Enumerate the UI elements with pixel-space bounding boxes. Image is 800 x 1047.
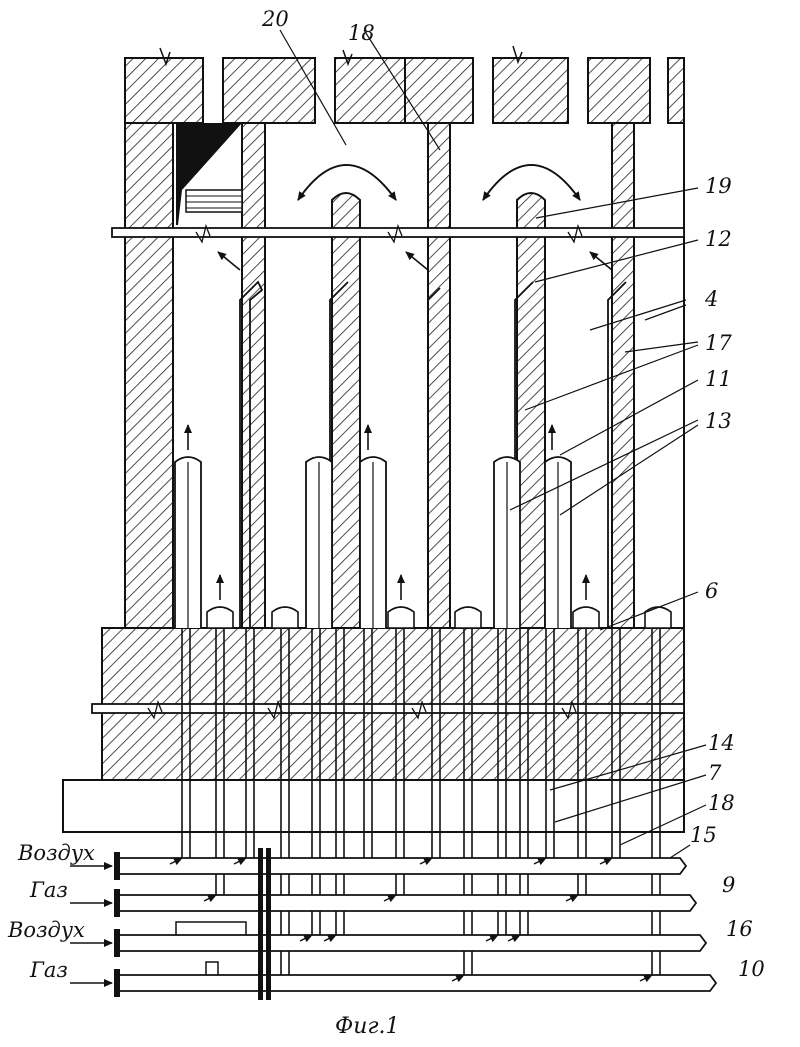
label-19: 19 [705,174,732,198]
inlet-label-air-2: Воздух [7,918,85,942]
manifolds [114,848,716,1000]
masonry [63,58,684,832]
joint-arrows [170,858,652,981]
label-18-top: 18 [348,21,375,45]
inlet-label-air-1: Воздух [17,841,95,865]
label-13: 13 [705,409,732,433]
label-18-bottom: 18 [708,791,735,815]
label-4: 4 [704,287,718,311]
burner-box [176,123,242,225]
label-11: 11 [705,367,732,391]
label-7: 7 [708,761,722,785]
inlet-label-gas-1: Газ [29,878,68,902]
label-16: 16 [726,917,753,941]
label-6: 6 [705,579,718,603]
label-10: 10 [738,957,765,981]
label-12: 12 [705,227,732,251]
inlet-label-gas-2: Газ [29,958,68,982]
label-15: 15 [690,823,717,847]
label-14: 14 [708,731,735,755]
label-20: 20 [261,7,289,31]
burner-pipes [175,457,571,628]
upper-tie-rod [112,226,684,242]
label-9: 9 [722,873,735,897]
label-17: 17 [705,331,732,355]
figure-caption: Фиг.1 [335,1014,400,1039]
